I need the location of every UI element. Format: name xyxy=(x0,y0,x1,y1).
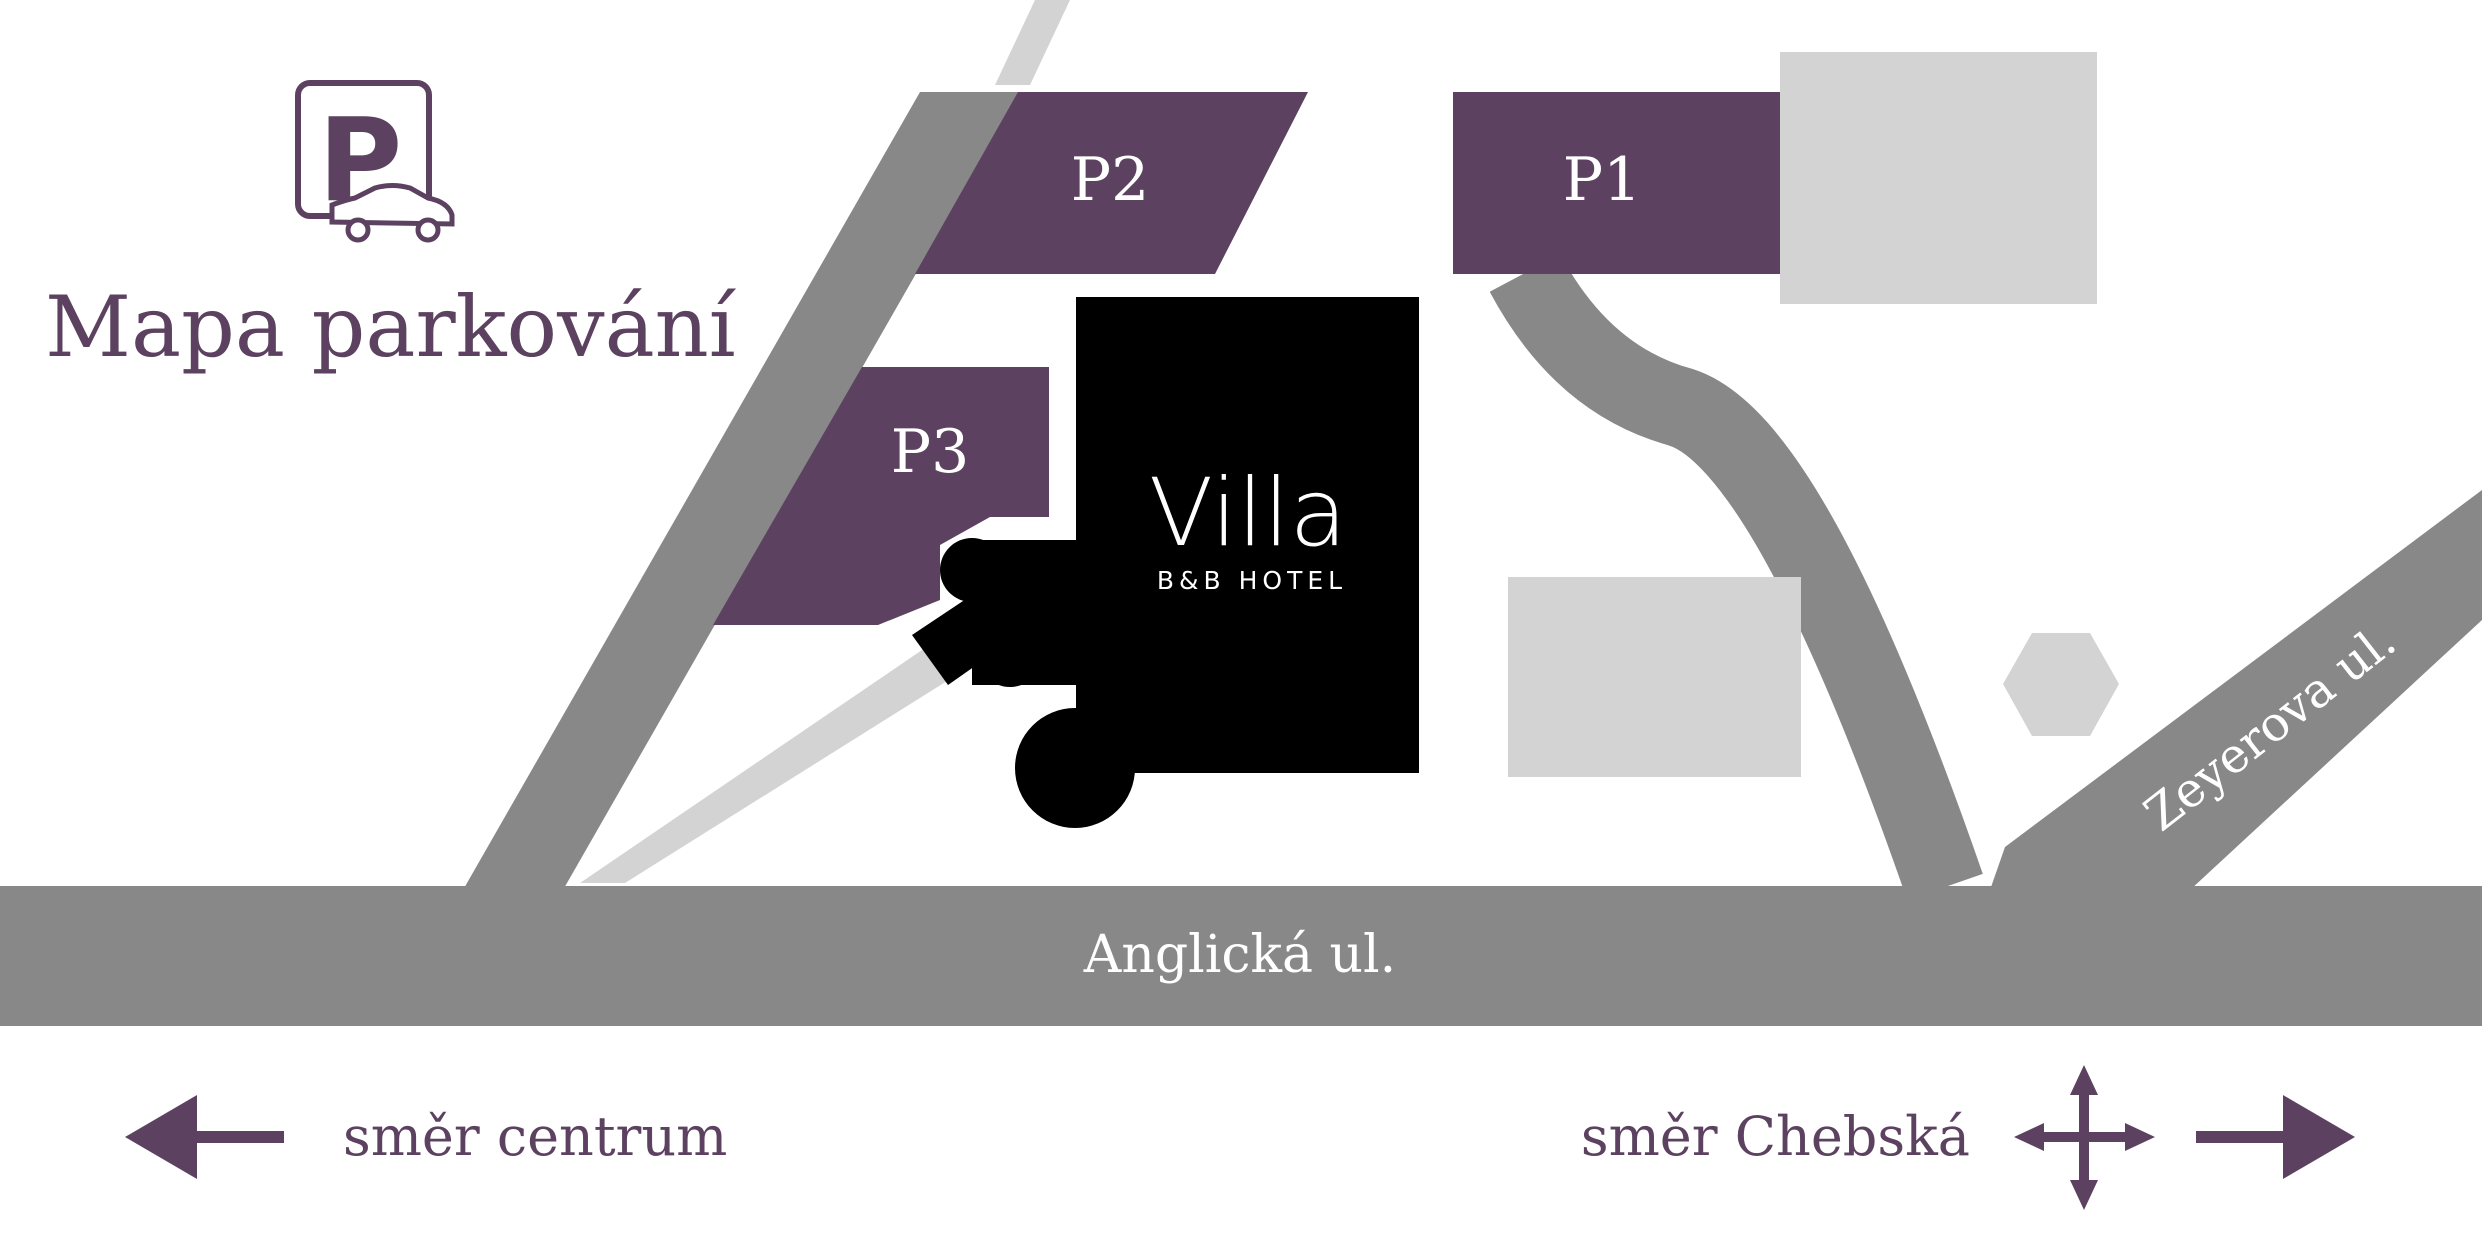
hotel-subtitle: B&B HOTEL xyxy=(1157,566,1347,595)
building-middle xyxy=(1508,577,1801,777)
building-top-right xyxy=(1780,52,2097,304)
road-diagonal xyxy=(463,92,1020,890)
parking-car-icon: P xyxy=(295,80,455,243)
parking-lot-p1 xyxy=(1453,92,1780,274)
four-way-arrow-icon xyxy=(2014,1065,2155,1210)
parking-lot-p2 xyxy=(915,92,1308,274)
parking-lot-p3 xyxy=(713,367,1049,625)
direction-left-label: směr centrum xyxy=(343,1105,727,1168)
arrow-left-icon xyxy=(125,1095,284,1179)
footpath-diagonal xyxy=(580,648,955,883)
parking-lot-p2-label: P2 xyxy=(1071,145,1150,215)
road-curved xyxy=(1489,253,1983,901)
arrow-right-icon xyxy=(2196,1095,2355,1179)
direction-right-label: směr Chebská xyxy=(1581,1105,1970,1168)
hotel-name: Villa xyxy=(1149,459,1347,568)
road-anglicka xyxy=(0,886,2482,1026)
page-title: Mapa parkování xyxy=(45,278,737,376)
parking-lot-p1-label: P1 xyxy=(1563,145,1642,215)
road-zeyerova xyxy=(1990,490,2482,890)
parking-lot-p3-label: P3 xyxy=(891,417,970,487)
street-anglicka-label: Anglická ul. xyxy=(1083,925,1396,985)
footpath-top xyxy=(995,0,1070,85)
hotel-building xyxy=(912,297,1419,828)
building-hexagon xyxy=(2003,633,2119,736)
